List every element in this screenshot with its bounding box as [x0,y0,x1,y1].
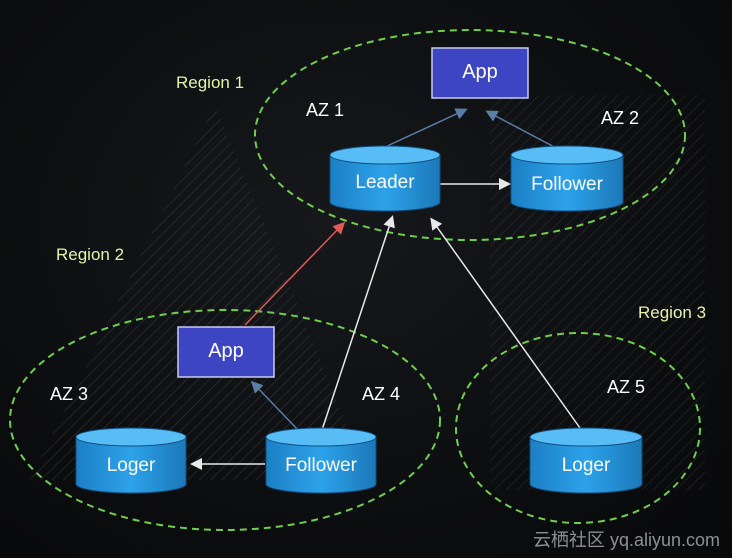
cylinder-follower-az4 [265,427,377,494]
link-follower-az4-to-app [250,380,301,433]
cylinder-loger-az5 [529,427,643,494]
app-box-top [431,47,529,99]
az-3-label: AZ 3 [50,384,89,404]
link-follower-to-app [485,110,561,151]
app-bottom-label: App [208,340,244,362]
region-2-label: Region 2 [56,245,125,264]
az-2-label: AZ 2 [601,108,640,128]
follower-az2-label: Follower [531,174,603,195]
link-loger-az5-to-leader [430,217,581,429]
cylinder-loger-az3 [75,427,187,494]
region-1-label: Region 1 [176,73,245,92]
follower-az4-label: Follower [285,455,357,476]
leader-label: Leader [355,172,415,193]
link-follower-az4-to-leader [321,215,395,431]
link-leader-to-app [384,108,468,148]
region-3-label: Region 3 [638,303,707,322]
az-4-label: AZ 4 [362,384,401,404]
watermark: 云栖社区 yq.aliyun.com [532,530,720,550]
cylinder-follower-az2 [510,145,624,212]
loger-az3-label: Loger [106,455,156,476]
cylinder-leader [329,145,441,212]
az-1-label: AZ 1 [306,100,345,120]
az-5-label: AZ 5 [607,377,646,397]
zone-region-2 [9,309,441,531]
zone-region-3 [455,332,701,524]
app-top-label: App [462,61,498,83]
loger-az5-label: Loger [561,455,611,476]
app-box-bottom [177,326,275,378]
link-app-to-leader [244,221,346,326]
region-2-shading [30,105,370,480]
zone-region-1 [254,29,686,241]
